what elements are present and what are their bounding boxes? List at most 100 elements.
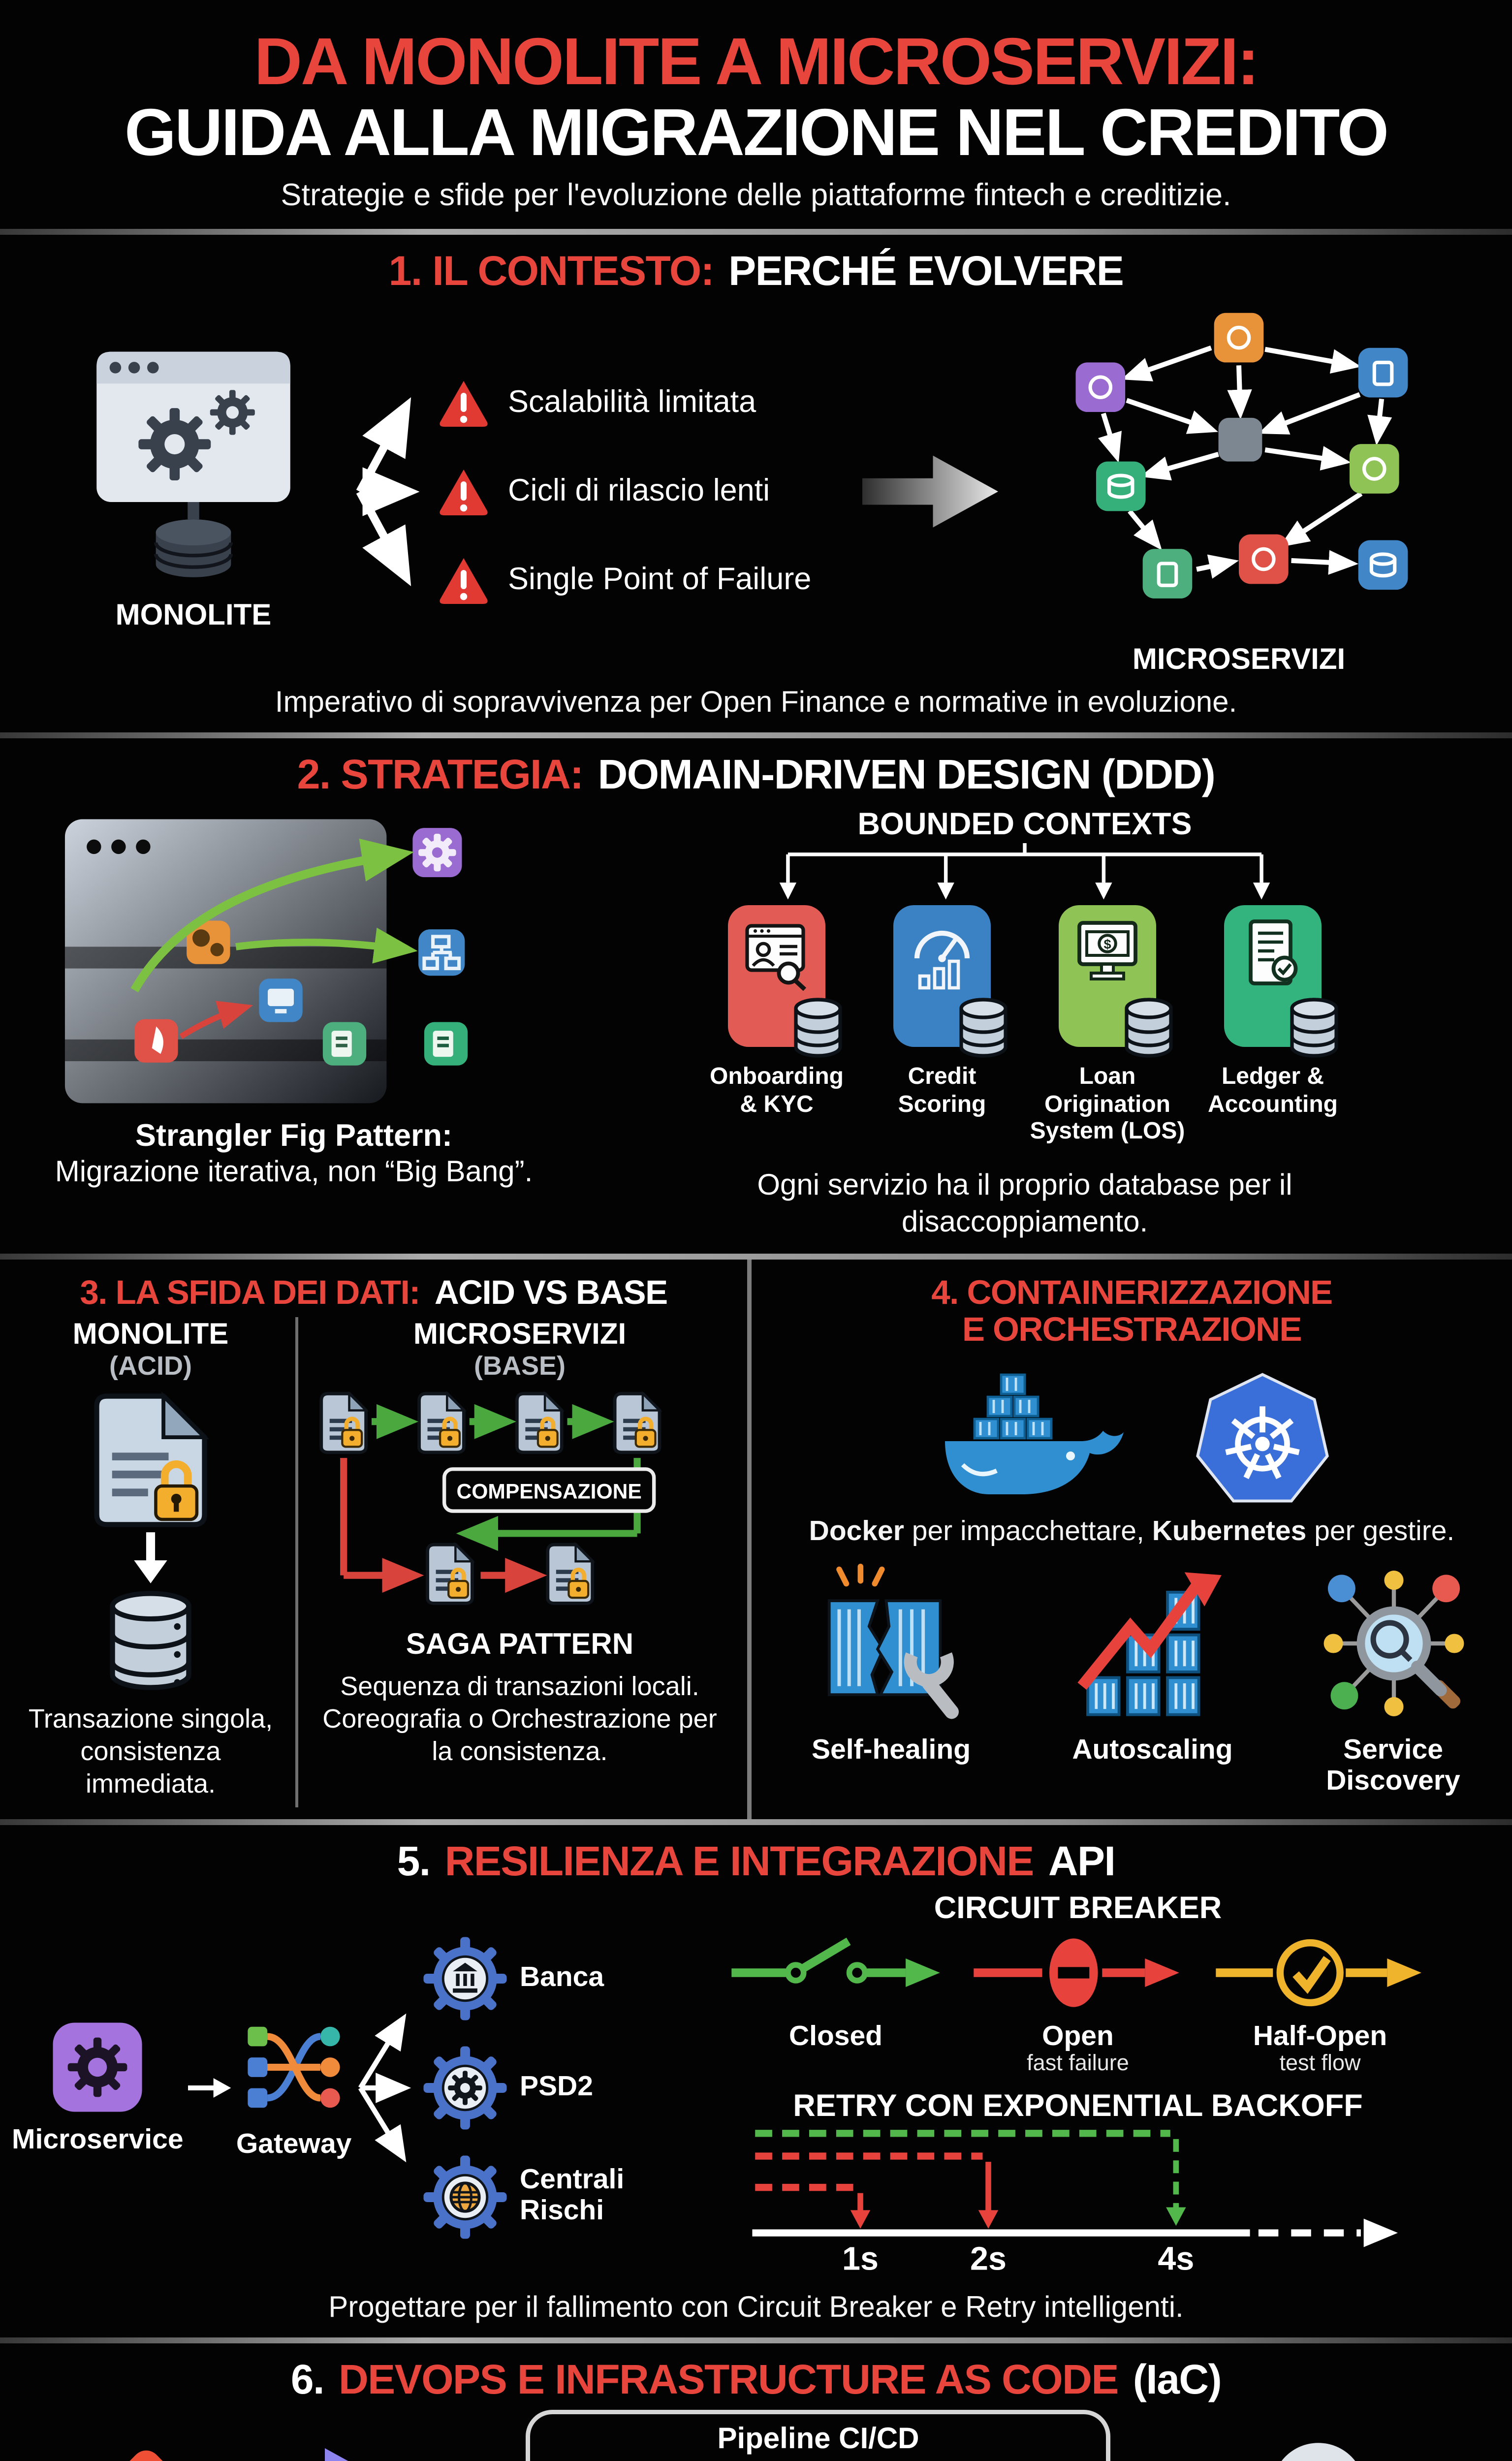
retry-tick: 2s xyxy=(970,2240,1007,2276)
warning-text: Scalabilità limitata xyxy=(508,385,756,419)
microservice-label: Microservice xyxy=(12,2124,184,2156)
divider xyxy=(0,1819,1512,1826)
state-label: Half-Open xyxy=(1253,2021,1387,2053)
bounded-contexts-bracket xyxy=(779,844,1270,900)
globe-gear-icon xyxy=(423,2156,507,2240)
strangler-column: Strangler Fig Pattern: Migrazione iterat… xyxy=(37,805,551,1192)
caption-end: per gestire. xyxy=(1306,1516,1455,1548)
gateway-label: Gateway xyxy=(236,2129,352,2160)
section3-heading-red: 3. LA SFIDA DEI DATI: xyxy=(80,1272,420,1311)
context-label-line2: & KYC xyxy=(740,1092,814,1118)
section2-content: Strangler Fig Pattern: Migrazione iterat… xyxy=(0,805,1512,1241)
divider xyxy=(0,1253,1512,1259)
gateway-fanout-arrows xyxy=(358,2014,411,2163)
feature-label: Service Discovery xyxy=(1326,1735,1460,1797)
cicd-pipeline-box: Pipeline CI/CD Test Automatizzati xyxy=(526,2409,1111,2461)
microservice-icon xyxy=(53,2022,142,2112)
section-data-challenge: 3. LA SFIDA DEI DATI: ACID VS BASE MONOLI… xyxy=(0,1259,752,1820)
context-label-line2: Accounting xyxy=(1208,1092,1338,1118)
section2-heading-red: 2. STRATEGIA: xyxy=(297,752,584,798)
gateway-node: Gateway xyxy=(236,2016,351,2162)
onboarding-kyc-icon xyxy=(745,924,807,992)
cloud-node: Cloud(AWS/Azure/GCP) xyxy=(1205,2432,1427,2461)
section5-caption: Progettare per il fallimento con Circuit… xyxy=(328,2291,1184,2324)
target-label: PSD2 xyxy=(520,2071,593,2103)
section1-heading-red: 1. IL CONTESTO: xyxy=(388,249,715,295)
warning-list: Scalabilità limitata Cicli di rilascio l… xyxy=(437,378,848,605)
psd2-gear-icon xyxy=(423,2047,507,2130)
ledger-accounting-icon xyxy=(1249,920,1298,986)
autoscaling-icon xyxy=(1076,1572,1221,1716)
warning-text: Single Point of Failure xyxy=(508,562,812,597)
state-open: Open fast failure xyxy=(961,1930,1195,2077)
state-half-open: Half-Open test flow xyxy=(1203,1930,1437,2077)
saga-pattern-diagram: COMPENSAZIONE xyxy=(310,1388,729,1626)
monolith-to-issues-arrows xyxy=(356,397,420,586)
state-label: Open xyxy=(1042,2021,1114,2053)
section4-heading-line1: 4. CONTAINERIZZAZIONE xyxy=(931,1272,1333,1311)
section5-heading-number: 5. xyxy=(397,1838,431,1885)
section-devops: 6.DEVOPS E INFRASTRUCTURE AS CODE(IaC) C… xyxy=(0,2343,1512,2461)
circuit-breaker-title: CIRCUIT BREAKER xyxy=(934,1892,1222,1926)
warning-icon xyxy=(440,380,488,427)
kubernetes-icon xyxy=(1195,1373,1328,1503)
page-title-line2: GUIDA ALLA MIGRAZIONE NEL CREDITO xyxy=(124,94,1389,170)
microservice-node: Microservice xyxy=(12,2020,184,2157)
database-per-service-caption: Ogni servizio ha il proprio database per… xyxy=(757,1168,1292,1238)
section2-heading: 2. STRATEGIA:DOMAIN-DRIVEN DESIGN (DDD) xyxy=(0,752,1512,799)
context-label: Ledger &Accounting xyxy=(1208,1065,1338,1119)
feature-label: Autoscaling xyxy=(1072,1735,1233,1767)
microservices-column: MICROSERVIZI xyxy=(1013,305,1465,678)
target-banca: Banca xyxy=(422,1936,656,2022)
kubernetes-features: Self-healing xyxy=(760,1564,1503,1798)
section4-heading: 4. CONTAINERIZZAZIONE E ORCHESTRAZIONE xyxy=(760,1272,1503,1350)
warning-icon xyxy=(440,469,488,515)
section6-content: Codice(Git) Terraform(IaC) Pipeline CI/C… xyxy=(0,2409,1512,2461)
target-psd2: PSD2 xyxy=(422,2046,656,2131)
database-icon xyxy=(959,998,1008,1058)
section6-heading: 6.DEVOPS E INFRASTRUCTURE AS CODE(IaC) xyxy=(0,2356,1512,2403)
context-label-line1: Credit xyxy=(908,1065,976,1091)
service-discovery-icon xyxy=(1323,1571,1463,1717)
database-icon xyxy=(1125,998,1173,1058)
svg-text:$: $ xyxy=(1103,938,1111,952)
compensation-label: COMPENSAZIONE xyxy=(456,1480,641,1504)
context-label-line2: Scoring xyxy=(898,1092,986,1118)
context-label-line1: Loan Origination xyxy=(1044,1065,1170,1118)
circuit-breaker-states: Closed Open fast failure xyxy=(656,1930,1500,2077)
api-flow: Microservice Gateway xyxy=(12,1936,656,2240)
target-label: Centrali Rischi xyxy=(520,2165,625,2228)
right-arrow-icon xyxy=(188,2079,231,2098)
retry-tick: 4s xyxy=(1158,2240,1194,2276)
retry-backoff-diagram: 1s 2s 4s xyxy=(752,2129,1398,2276)
retry-title: RETRY CON EXPONENTIAL BACKOFF xyxy=(793,2088,1363,2123)
credit-scoring-icon xyxy=(914,931,970,990)
monolith-icon xyxy=(96,352,290,578)
section3-columns: MONOLITE (ACID) xyxy=(6,1317,741,1808)
section1-content: MONOLITE Scalabilità limitata Cicli di r… xyxy=(0,302,1512,681)
feature-service-discovery: Service Discovery xyxy=(1297,1564,1489,1798)
microservices-network-icon xyxy=(1075,313,1408,599)
divider xyxy=(0,2336,1512,2343)
circuit-half-open-icon xyxy=(1216,1939,1421,2007)
acid-caption: Transazione singola, consistenza immedia… xyxy=(28,1704,273,1799)
terraform-icon xyxy=(325,2448,347,2461)
caption-mid: per impacchettare, xyxy=(904,1516,1152,1548)
header: DA MONOLITE A MICROSERVIZI: GUIDA ALLA M… xyxy=(0,0,1512,229)
section-context: 1. IL CONTESTO:PERCHÉ EVOLVERE xyxy=(0,235,1512,733)
docker-kubernetes-row xyxy=(760,1361,1503,1514)
monolith-column: MONOLITE xyxy=(47,349,340,634)
warning-item: Cicli di rilascio lenti xyxy=(437,467,848,517)
context-tile: $ xyxy=(1059,906,1173,1058)
circuit-closed-icon xyxy=(731,1938,940,1988)
section3-heading: 3. LA SFIDA DEI DATI: ACID VS BASE xyxy=(6,1272,741,1312)
divider xyxy=(0,733,1512,739)
gateway-icon xyxy=(248,2026,340,2108)
saga-caption: Sequenza di transazioni locali. Coreogra… xyxy=(322,1672,717,1767)
warning-item: Single Point of Failure xyxy=(437,555,848,605)
section3-heading-white: ACID VS BASE xyxy=(434,1272,668,1311)
